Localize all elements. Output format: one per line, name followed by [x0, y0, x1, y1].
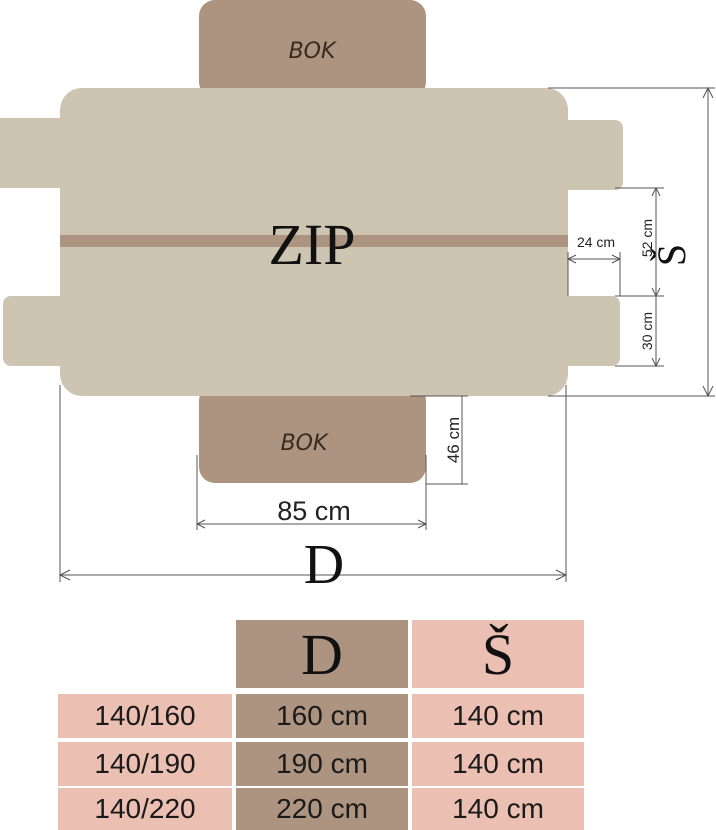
dim-24-label: 24 cm — [577, 234, 615, 250]
row-1-s: 140 cm — [412, 694, 584, 738]
row-3-d: 220 cm — [236, 788, 408, 830]
bottom-panel-label: BOK — [281, 431, 329, 456]
top-panel-label: BOK — [289, 39, 337, 64]
bottom-side-panel — [199, 385, 426, 483]
header-s: Š — [412, 620, 584, 688]
row-2-d: 190 cm — [236, 742, 408, 786]
dim-30-label: 30 cm — [639, 312, 655, 350]
width-symbol: Š — [649, 244, 694, 266]
row-2-s: 140 cm — [412, 742, 584, 786]
length-symbol: D — [304, 534, 344, 596]
zip-label: ZIP — [269, 212, 356, 277]
dim-46-label: 46 cm — [444, 417, 463, 463]
zip-stripe — [60, 235, 568, 247]
row-3-s: 140 cm — [412, 788, 584, 830]
cover-diagram: BOK BOK ZIP D 85 cm 46 cm Š 52 cm 30 cm … — [0, 0, 715, 596]
row-1-d: 160 cm — [236, 694, 408, 738]
dim-85-label: 85 cm — [277, 496, 351, 526]
dim-52-label: 52 cm — [639, 219, 655, 257]
header-d: D — [236, 620, 408, 688]
size-table: D Š 140/160 160 cm 140 cm 140/190 190 cm… — [0, 620, 716, 830]
row-2-size: 140/190 — [58, 742, 232, 786]
row-3-size: 140/220 — [58, 788, 232, 830]
top-side-panel — [199, 0, 426, 98]
row-1-size: 140/160 — [58, 694, 232, 738]
